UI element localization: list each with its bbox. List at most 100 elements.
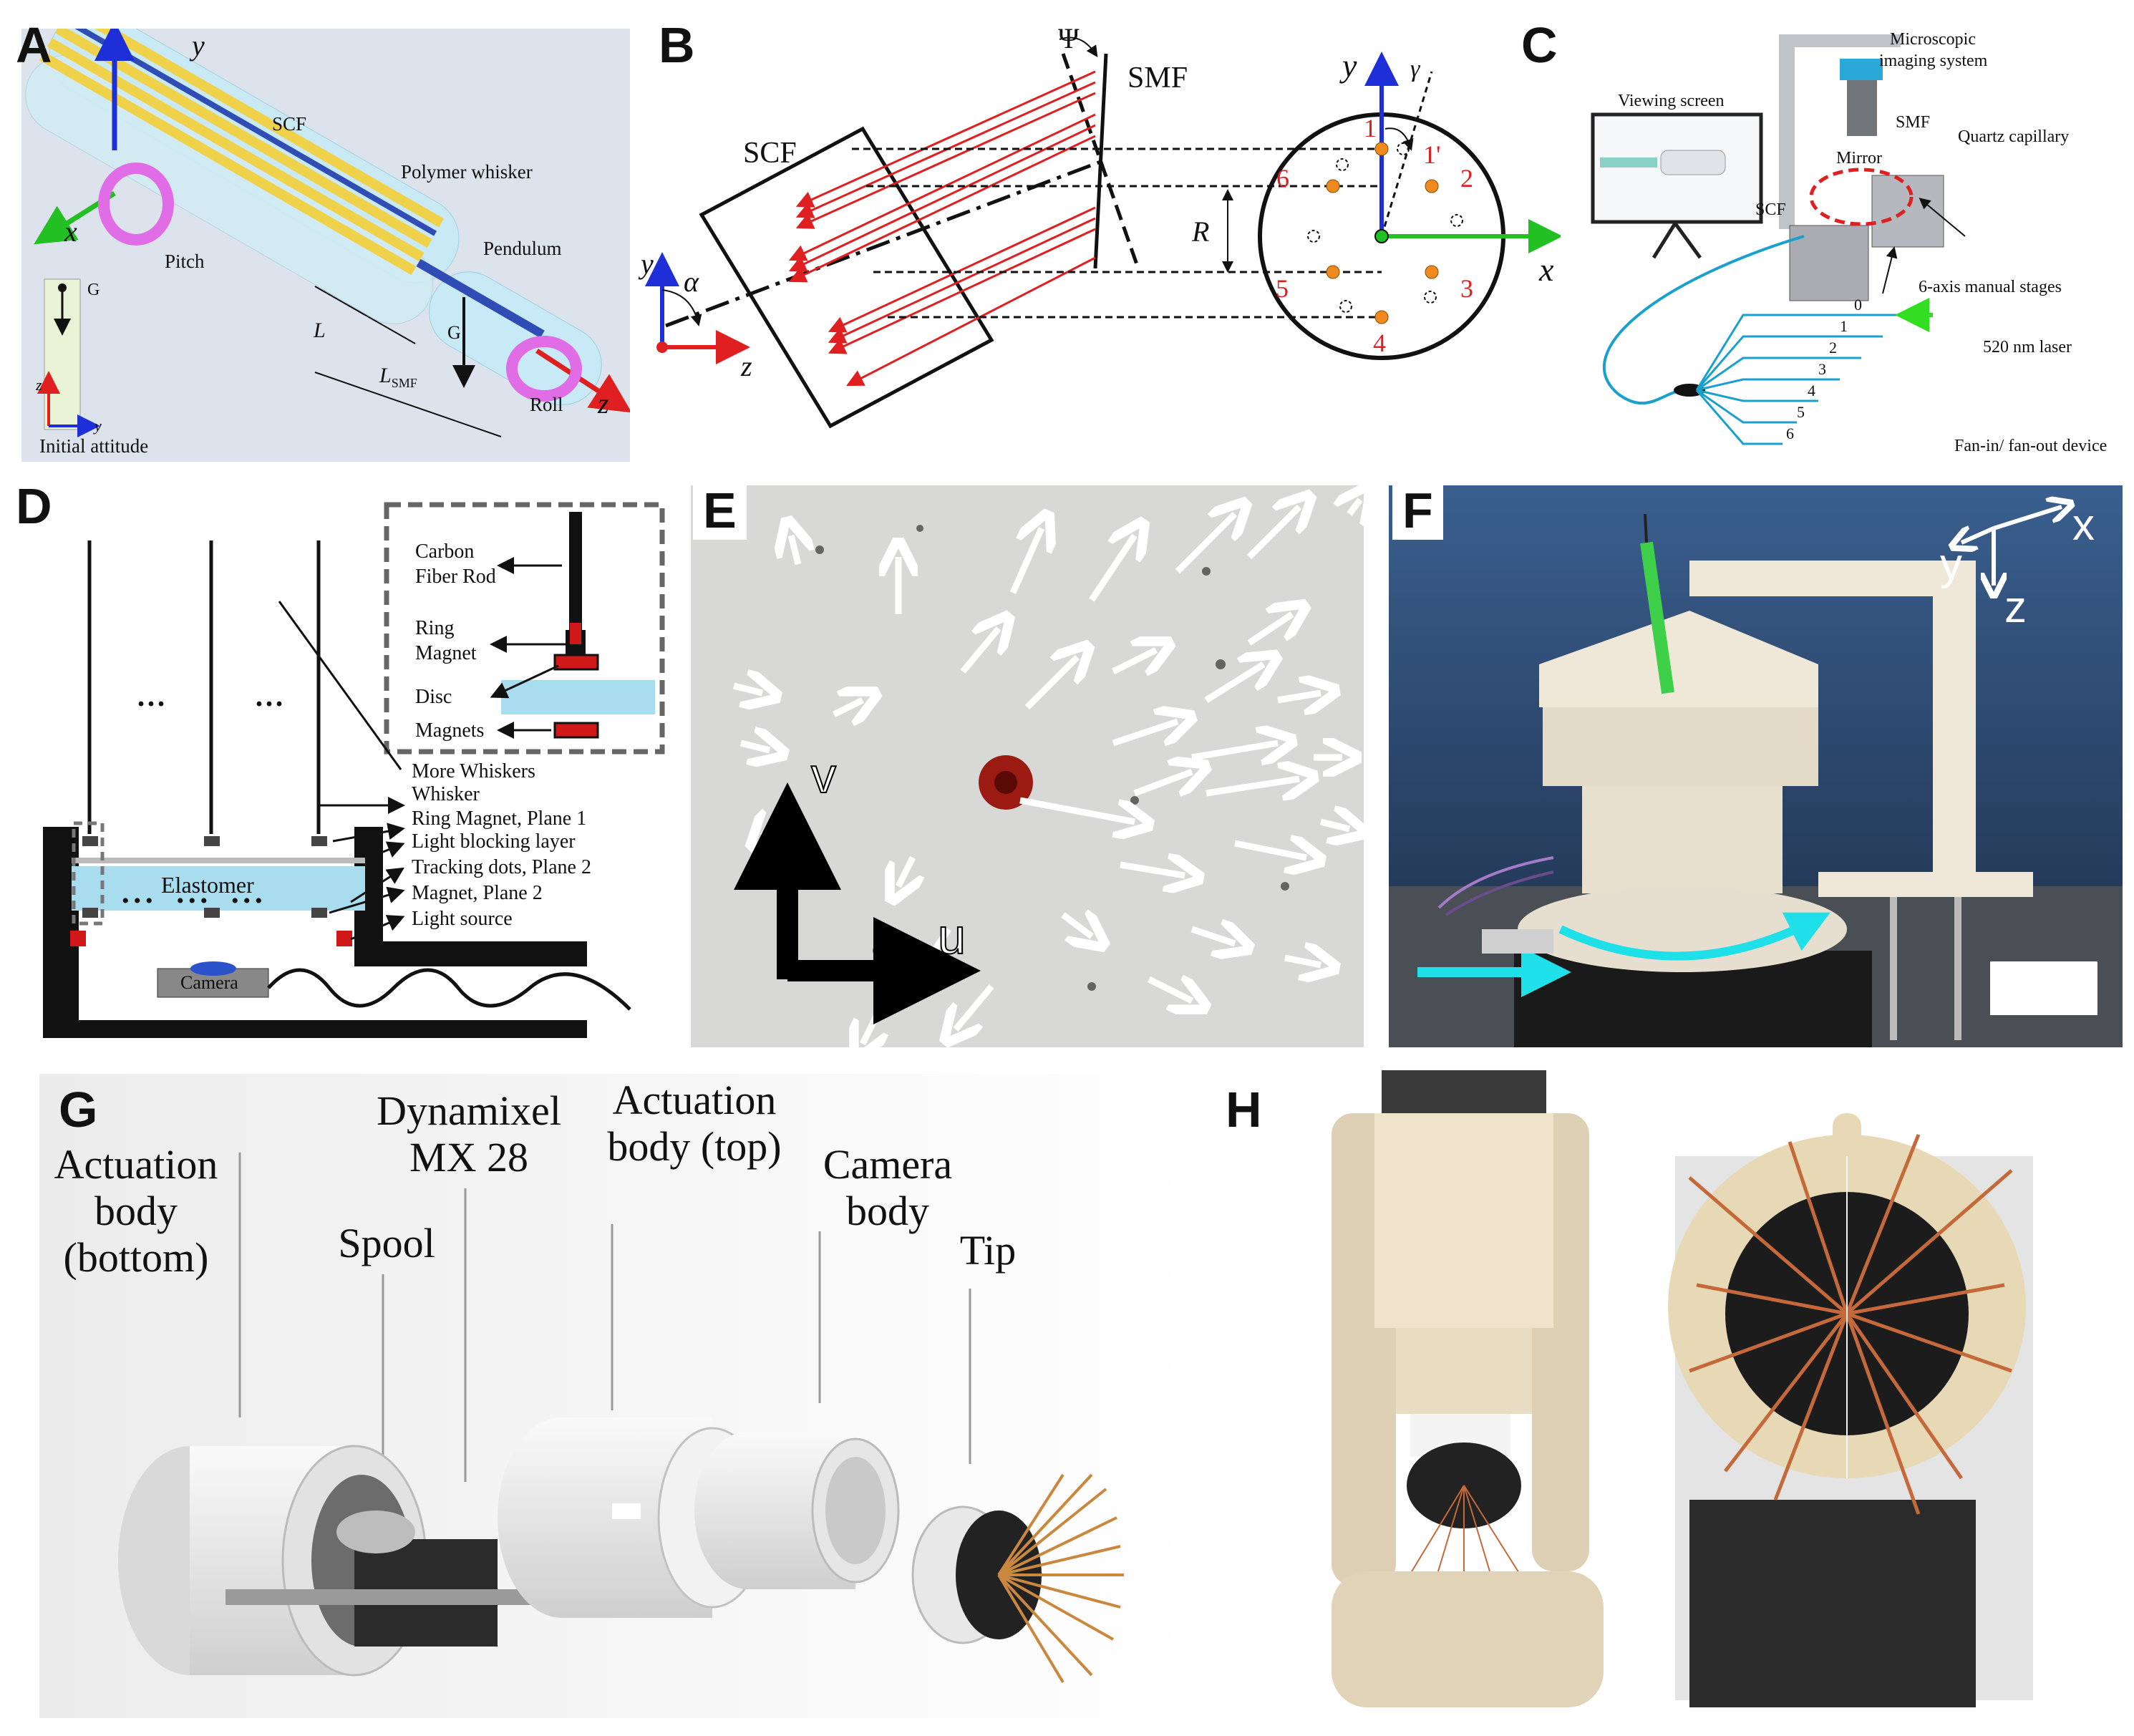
g-spool-label: Spool xyxy=(338,1220,435,1266)
d-whisker-label: Whisker xyxy=(412,783,480,805)
rotating-base xyxy=(1518,886,1847,972)
elastomer xyxy=(72,866,365,911)
b-r-label: R xyxy=(1192,215,1210,248)
g-act-top-line2: body (top) xyxy=(607,1122,782,1170)
b-point-3: 3 xyxy=(1460,274,1473,303)
g-act-bottom-label: Actuation body (bottom) xyxy=(43,1141,229,1281)
a-lsmf-l: L xyxy=(379,364,392,387)
b-psi-label: Ψ xyxy=(1058,22,1080,54)
panel-c: Microscopic imaging system Viewing scree… xyxy=(1575,21,2126,472)
panel-label-d: D xyxy=(16,478,52,534)
pitch-ring xyxy=(98,163,174,246)
c-viewing-screen-label: Viewing screen xyxy=(1618,92,1725,110)
b-point-1: 1 xyxy=(1364,114,1377,142)
arm-top xyxy=(1689,561,1976,596)
a-ia-y-label: y xyxy=(94,417,102,435)
panel-label-h: H xyxy=(1226,1082,1262,1138)
d-light-source-label: Light source xyxy=(412,908,513,930)
d-camera-label: Camera xyxy=(180,972,238,993)
panel-h xyxy=(1289,1070,2119,1707)
b-y-label: y xyxy=(1342,47,1357,84)
core-dots xyxy=(1326,142,1439,324)
c-microscopic-label: Microscopic xyxy=(1890,30,1976,49)
green-rod xyxy=(1640,541,1674,694)
d-carbon-label: Carbon xyxy=(415,540,475,563)
a-roll-label: Roll xyxy=(530,394,563,415)
c-channel-2: 2 xyxy=(1829,339,1837,357)
d-ring-magnet-plane1-label: Ring Magnet, Plane 1 xyxy=(412,808,587,830)
d-fiber-rod-label: Fiber Rod xyxy=(415,566,496,588)
d-more-whiskers-label: More Whiskers xyxy=(412,760,535,782)
a-l-label: L xyxy=(314,319,326,342)
panel-f: x y z xyxy=(1389,485,2123,1047)
c-imaging-label: imaging system xyxy=(1879,52,1988,70)
b-point-6: 6 xyxy=(1276,164,1289,193)
panel-d: ··· ··· Carbon Fiber Rod Ring Magnet Dis… xyxy=(14,494,680,1038)
d-tracking-dots-label: Tracking dots, Plane 2 xyxy=(412,856,591,878)
g-dynamixel-line1: Dynamixel xyxy=(377,1087,561,1134)
a-x-label: x xyxy=(64,215,77,248)
a-pendulum-label: Pendulum xyxy=(483,238,562,259)
b-z-label: z xyxy=(741,350,752,382)
c-channel-6: 6 xyxy=(1786,425,1794,442)
g-act-top-label: Actuation body (top) xyxy=(587,1077,802,1170)
b-y2-label: y xyxy=(641,248,654,280)
b-x-label: x xyxy=(1539,251,1554,288)
d-magnets-label: Magnets xyxy=(415,719,485,742)
a-polymer-whisker-label: Polymer whisker xyxy=(401,161,533,183)
scale-box xyxy=(1990,961,2097,1015)
spool xyxy=(336,1510,415,1553)
panel-h-photo xyxy=(1332,1070,2033,1707)
f-z-label: z xyxy=(2004,583,2027,632)
g-act-bottom-line1: Actuation xyxy=(54,1141,218,1188)
b-alpha-label: α xyxy=(684,266,699,298)
d-magnet-label: Magnet xyxy=(415,642,477,664)
panel-g-render xyxy=(39,1074,1199,1718)
a-y-label: y xyxy=(192,29,205,62)
rotation-arrow xyxy=(1558,912,1830,961)
a-g-label: G xyxy=(87,281,100,299)
b-point-4: 4 xyxy=(1373,329,1386,357)
b-point-5: 5 xyxy=(1276,274,1289,303)
front-whiskers xyxy=(1688,1134,2013,1515)
a-initial-attitude-label: Initial attitude xyxy=(39,435,149,457)
top-housing xyxy=(1539,611,1818,707)
panel-label-a: A xyxy=(16,17,52,73)
c-quartz-label: Quartz capillary xyxy=(1958,127,2070,146)
g-camera-body-label: Camera body xyxy=(805,1141,970,1235)
c-mirror-label: Mirror xyxy=(1836,149,1882,168)
panel-c-diagram xyxy=(1591,34,1966,445)
a-ia-z-label: z xyxy=(36,376,42,394)
arm-column xyxy=(1933,561,1976,883)
c-channel-4: 4 xyxy=(1808,382,1815,399)
d-ellipsis-1: ··· xyxy=(136,688,167,721)
panel-b-diagram xyxy=(645,37,1561,429)
displacement-arrows xyxy=(732,500,1360,1044)
c-channel-1: 1 xyxy=(1840,317,1848,335)
c-smf-label: SMF xyxy=(1896,113,1931,132)
fan-out-fibers xyxy=(1695,314,1904,445)
g-dynamixel-line2: MX 28 xyxy=(409,1133,528,1180)
panel-a-diagram xyxy=(21,29,630,462)
fiber-cable xyxy=(1602,235,1805,405)
b-point-2: 2 xyxy=(1460,164,1473,193)
g-dynamixel-label: Dynamixel MX 28 xyxy=(347,1087,591,1181)
g-tip-label: Tip xyxy=(959,1227,1017,1274)
roll-ring xyxy=(506,336,582,402)
g-camera-body-line1: Camera xyxy=(823,1141,953,1188)
c-channel-0: 0 xyxy=(1854,296,1862,314)
a-pitch-label: Pitch xyxy=(165,251,205,272)
c-channel-5: 5 xyxy=(1797,403,1805,421)
panel-a: y x z SCF Polymer whisker Pendulum Pitch… xyxy=(14,29,630,462)
d-dots: ••• ••• ••• xyxy=(122,889,267,913)
scf-box xyxy=(699,126,994,429)
b-gamma-label: γ xyxy=(1410,56,1420,82)
panel-label-b: B xyxy=(659,17,695,73)
a-z-label: z xyxy=(598,387,609,420)
e-u-label: u xyxy=(937,908,966,965)
a-lsmf-label: LSMF xyxy=(379,364,417,391)
b-scf-label: SCF xyxy=(743,137,797,170)
panel-g: Actuation body (bottom) Dynamixel MX 28 … xyxy=(39,1074,1199,1718)
stage-left xyxy=(1789,225,1869,301)
a-g2-label: G xyxy=(447,322,461,343)
